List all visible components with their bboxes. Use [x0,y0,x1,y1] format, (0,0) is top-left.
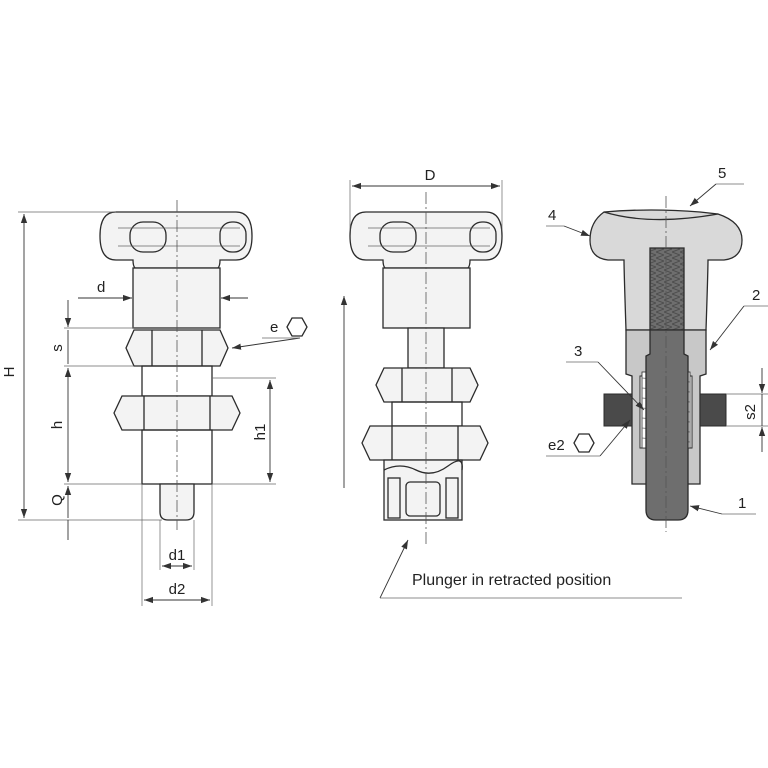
knob-hole-left [379,221,417,253]
knob-hole-left [129,221,167,253]
dim-label-e2: e2 [548,437,565,454]
threaded-body-top [391,401,463,427]
knob-neck [382,267,471,329]
retracted-pin [405,481,441,517]
hexagon-icon [286,317,308,337]
knob-neck [132,267,221,329]
callout-5: 5 [718,165,726,182]
nut-section-right [699,393,727,427]
plunger-pin-section [649,247,685,331]
upper-hex-nut [375,367,479,403]
dim-label-D: D [425,167,436,184]
section-view: s2 e2 4 5 2 3 1 [546,165,768,532]
dim-label-Q: Q [49,494,66,506]
caption-retracted: Plunger in retracted position [412,572,611,589]
dim-label-H: H [1,367,18,378]
front-view-dimensions: H d s h h1 Q d1 d2 e [1,211,308,606]
dim-label-e: e [270,319,278,336]
dim-label-d2: d2 [169,581,186,598]
nut-section-left [603,393,633,427]
front-view [99,200,253,530]
knob-hole-right [219,221,247,253]
dim-label-d1: d1 [169,547,186,564]
callout-4: 4 [548,207,556,224]
hexagon-icon [573,433,595,453]
lower-hex-nut [113,395,241,431]
dim-label-h1: h1 [252,424,269,441]
dim-label-s2: s2 [742,404,759,420]
dim-label-d: d [97,279,105,296]
callout-2: 2 [752,287,760,304]
plunger-pin-shaft [645,329,689,521]
dim-label-h: h [49,421,66,429]
knob [99,211,253,269]
dim-label-s: s [49,344,66,352]
knob-hole-right [469,221,497,253]
lower-hex-nut [361,425,489,461]
callout-1: 1 [738,495,746,512]
callout-3: 3 [574,343,582,360]
retracted-view: D Plunger in retracted position [340,167,682,599]
